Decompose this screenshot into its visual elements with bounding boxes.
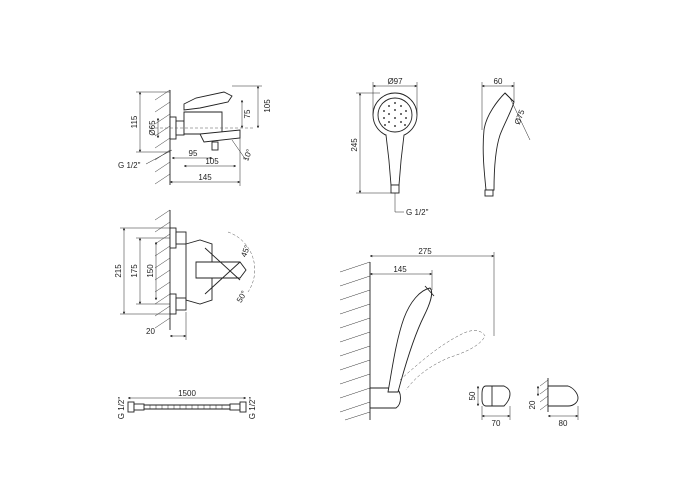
holder-front-view: 50 70 bbox=[468, 385, 511, 428]
dim-70: 70 bbox=[492, 419, 501, 428]
angle-45: 45° bbox=[239, 244, 252, 258]
dim-215: 215 bbox=[114, 264, 123, 278]
dim-95: 95 bbox=[189, 149, 198, 158]
dim-105-vertical: 105 bbox=[263, 99, 272, 113]
bath-mixer-front-view: 45° 50° 215 175 150 20 bbox=[114, 209, 255, 340]
dim-105-horizontal: 105 bbox=[205, 157, 219, 166]
connection-g12-shower: G 1/2" bbox=[406, 208, 429, 217]
dim-245: 245 bbox=[350, 138, 359, 152]
angle-50: 50° bbox=[235, 289, 249, 304]
dim-275: 275 bbox=[418, 247, 432, 256]
wall-mounted-shower: 275 145 bbox=[339, 247, 495, 421]
dim-diam-75: Ø75 bbox=[513, 108, 527, 126]
connection-g12-hose-left: G 1/2" bbox=[117, 397, 126, 420]
dim-145-wall: 145 bbox=[393, 265, 407, 274]
dim-150: 150 bbox=[146, 264, 155, 278]
dim-20-holder: 20 bbox=[528, 400, 537, 409]
dim-50: 50 bbox=[468, 391, 477, 400]
hand-shower-front-view: Ø97 245 G 1/2" bbox=[350, 77, 429, 217]
dim-145: 145 bbox=[198, 173, 212, 182]
dim-diam-97: Ø97 bbox=[387, 77, 403, 86]
dim-diam-65: Ø65 bbox=[148, 120, 157, 136]
dim-80: 80 bbox=[559, 419, 568, 428]
dim-115: 115 bbox=[130, 115, 139, 128]
holder-side-view: 20 80 bbox=[528, 378, 579, 428]
shower-hose: 1500 G 1/2" G 1/2" bbox=[117, 389, 257, 419]
dim-20-front: 20 bbox=[146, 327, 155, 336]
connection-g12-side: G 1/2" bbox=[118, 161, 141, 170]
dim-175: 175 bbox=[130, 264, 139, 278]
dim-60: 60 bbox=[494, 77, 503, 86]
bath-mixer-side-view: 115 Ø65 105 75 95 105 145 10° G 1/2" bbox=[118, 85, 272, 186]
dim-75: 75 bbox=[243, 109, 252, 118]
hand-shower-side-view: 60 Ø75 bbox=[481, 77, 531, 197]
dim-1500: 1500 bbox=[178, 389, 196, 398]
angle-10: 10° bbox=[241, 148, 254, 162]
connection-g12-hose-right: G 1/2" bbox=[248, 397, 257, 420]
